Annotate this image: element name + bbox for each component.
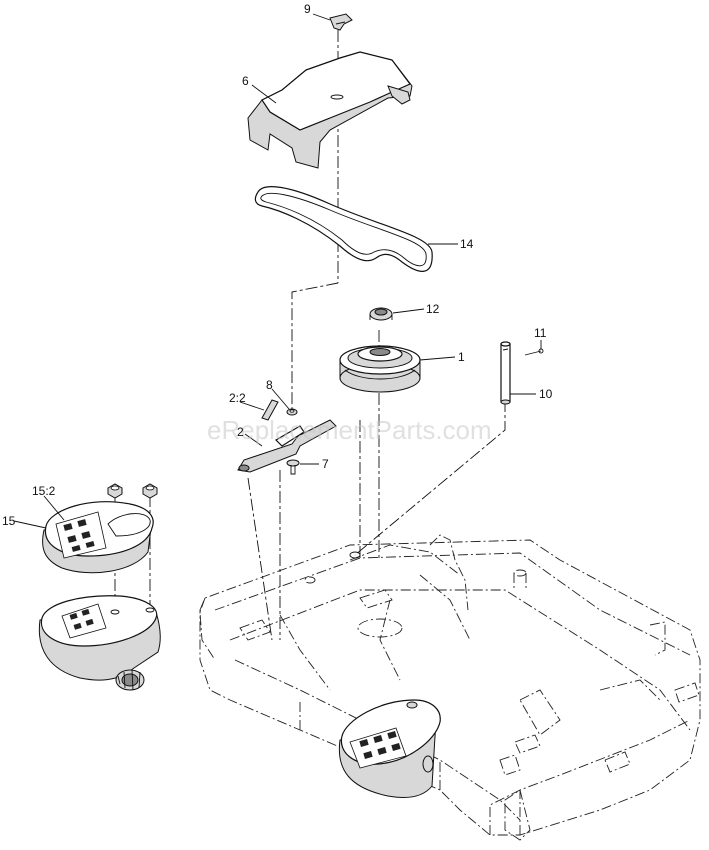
part-10-rod <box>500 341 511 405</box>
callout-6: 6 <box>242 74 249 88</box>
mower-deck <box>199 534 701 841</box>
part-6-belt-cover <box>247 51 413 169</box>
callout-12: 12 <box>426 302 440 316</box>
part-11-pin <box>524 348 544 356</box>
part-15-spindle-cover <box>42 501 154 574</box>
callout-15: 15 <box>2 514 16 528</box>
callout-15-2: 15:2 <box>32 484 56 498</box>
callout-14: 14 <box>460 237 474 251</box>
part-1-pulley <box>339 345 421 393</box>
part-12-spindle-nut <box>369 307 393 321</box>
callout-labels: 9 6 14 12 1 11 10 8 2:2 2 7 15:2 15 <box>2 2 553 528</box>
callout-2: 2 <box>237 425 244 439</box>
callout-7: 7 <box>322 457 329 471</box>
mounted-spindle-cover <box>338 699 441 799</box>
part-15-2-decal <box>55 511 107 559</box>
callout-11: 11 <box>534 326 547 340</box>
part-2-2-clip <box>261 399 279 421</box>
callout-8: 8 <box>266 378 273 392</box>
watermark: eReplacementParts.com <box>207 415 492 445</box>
part-8-washer <box>286 408 298 416</box>
callout-9: 9 <box>304 2 311 16</box>
cover-fasteners <box>107 483 158 499</box>
callout-2-2: 2:2 <box>229 391 246 405</box>
part-14-belt <box>254 186 433 272</box>
part-9-fastener <box>329 13 353 31</box>
callout-1: 1 <box>458 350 465 364</box>
part-2-idler-arm <box>237 419 337 473</box>
callout-10: 10 <box>539 387 553 401</box>
spindle-housing-assembly <box>38 595 161 691</box>
leader-lines <box>13 13 542 529</box>
part-7-bolt <box>286 459 300 475</box>
